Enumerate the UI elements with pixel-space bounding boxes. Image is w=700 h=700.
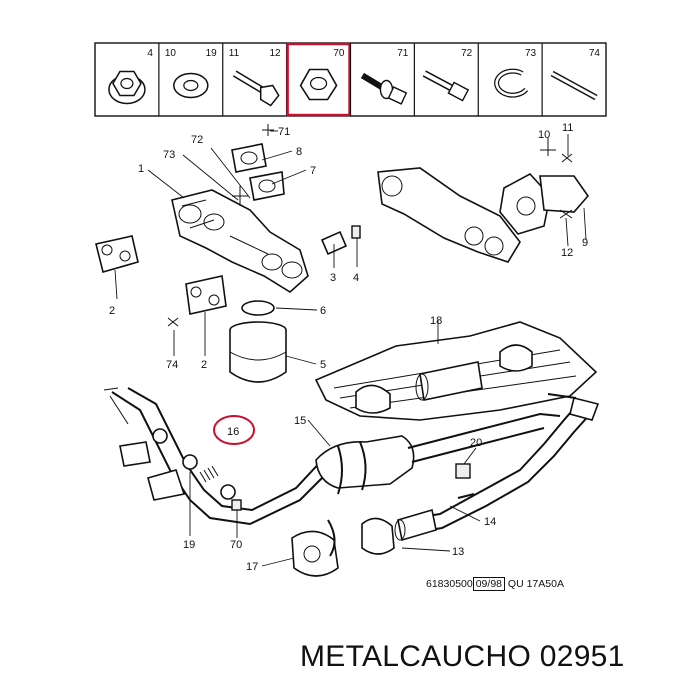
header-cell-73: 73	[477, 43, 537, 116]
stud-nut-icon	[360, 72, 408, 105]
callout-2-left: 2	[109, 305, 115, 317]
callout-6: 6	[320, 305, 326, 317]
header-number-10: 19	[206, 48, 218, 59]
heat-shield	[314, 321, 598, 421]
callout-12: 12	[561, 247, 573, 259]
manifold-assembly-right	[377, 138, 590, 263]
callout-4: 4	[353, 272, 359, 284]
callout-numbers: 72 71 8 73 7 1 2 3 4 6 74 2 5 10 11 12 9…	[109, 122, 588, 573]
highlight-circle-16	[213, 415, 255, 445]
callout-14: 14	[484, 516, 496, 528]
callout-13: 13	[452, 546, 464, 558]
bolt-icon	[232, 70, 280, 107]
header-number-73: 73	[525, 48, 537, 59]
callout-15: 15	[294, 415, 306, 427]
reference-date: 09/98	[472, 577, 505, 591]
header-cell-70: 70	[286, 42, 351, 117]
callout-71: 71	[278, 126, 290, 138]
washer-icon	[173, 72, 209, 99]
spring-washer-icon	[494, 68, 529, 98]
header-number-74: 74	[589, 48, 601, 59]
callout-16: 16	[227, 426, 239, 438]
callout-74: 74	[166, 359, 178, 371]
header-cell-72: 72	[413, 43, 473, 116]
callout-19: 19	[183, 539, 195, 551]
exhaust-pipe-system	[103, 387, 600, 577]
callout-7: 7	[310, 165, 316, 177]
reference-code: 61830500	[426, 578, 473, 590]
leader-lines	[114, 130, 587, 567]
callout-17: 17	[246, 561, 258, 573]
header-number-11: 11	[229, 48, 240, 59]
callout-18: 18	[430, 315, 442, 327]
callout-20: 20	[470, 437, 482, 449]
callout-8: 8	[296, 146, 302, 158]
header-cell-4: 4	[108, 48, 153, 105]
callout-5: 5	[320, 359, 326, 371]
callout-11: 11	[562, 122, 573, 134]
threaded-stud-icon	[550, 70, 598, 101]
callout-9: 9	[582, 237, 588, 249]
header-number-70: 70	[333, 48, 345, 59]
manifold-assembly-left	[95, 124, 361, 383]
hex-socket-bolt-icon	[422, 70, 470, 102]
flange-nut-icon	[108, 70, 146, 105]
callout-10: 10	[538, 129, 550, 141]
brand-part-caption: METALCAUCHO 02951	[300, 640, 625, 673]
callout-72: 72	[191, 134, 203, 146]
highlight-box	[286, 42, 351, 117]
callout-2-lower: 2	[201, 359, 207, 371]
hex-nut-icon	[299, 68, 338, 101]
header-number-4: 4	[147, 48, 153, 59]
header-number-10: 10	[165, 48, 177, 59]
header-number-72: 72	[461, 48, 473, 59]
header-number-71: 71	[397, 48, 409, 59]
callout-3: 3	[330, 272, 336, 284]
callout-73: 73	[163, 149, 175, 161]
header-cell-71: 71	[349, 43, 409, 116]
callout-70: 70	[230, 539, 242, 551]
header-cell-74: 74	[541, 43, 601, 116]
reference-suffix: QU 17A50A	[507, 578, 564, 590]
callout-1: 1	[138, 163, 144, 175]
header-number-11: 12	[270, 48, 282, 59]
header-cell-11: 12 11	[222, 43, 282, 116]
